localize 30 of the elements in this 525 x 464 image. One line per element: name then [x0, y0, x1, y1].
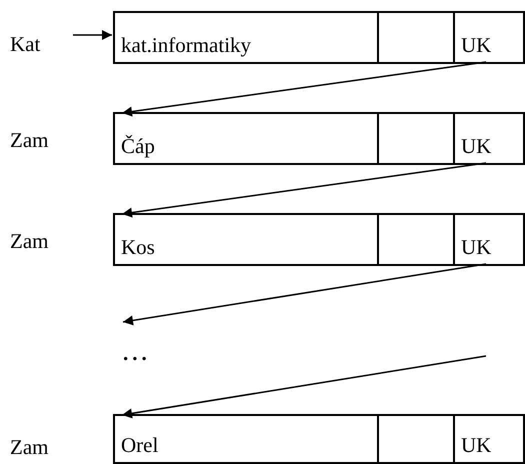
field-value: Orel	[121, 435, 158, 456]
record-field	[113, 112, 379, 165]
arrow	[122, 61, 486, 117]
arrow	[122, 355, 486, 418]
record-field	[113, 11, 379, 64]
record-field	[453, 112, 525, 165]
record-field	[113, 414, 379, 464]
arrow	[122, 162, 486, 218]
arrow	[73, 30, 112, 40]
field-value: UK	[461, 435, 492, 456]
record-type-label: Zam	[10, 437, 48, 458]
record-field	[453, 213, 525, 266]
empty-field	[377, 112, 455, 165]
field-value: UK	[461, 136, 492, 157]
record-type-label: Zam	[10, 130, 48, 151]
field-value: Kos	[121, 237, 155, 258]
record-type-label: Zam	[10, 231, 48, 252]
record-field	[113, 213, 379, 266]
ellipsis: ...	[123, 343, 151, 364]
field-value: UK	[461, 237, 492, 258]
field-value: UK	[461, 35, 492, 56]
field-value: kat.informatiky	[121, 35, 252, 56]
arrow	[122, 263, 486, 326]
empty-field	[377, 11, 455, 64]
record-field	[453, 11, 525, 64]
empty-field	[377, 414, 455, 464]
empty-field	[377, 213, 455, 266]
record-field	[453, 414, 525, 464]
field-value: Čáp	[121, 136, 155, 157]
record-name: Kat	[10, 34, 40, 55]
